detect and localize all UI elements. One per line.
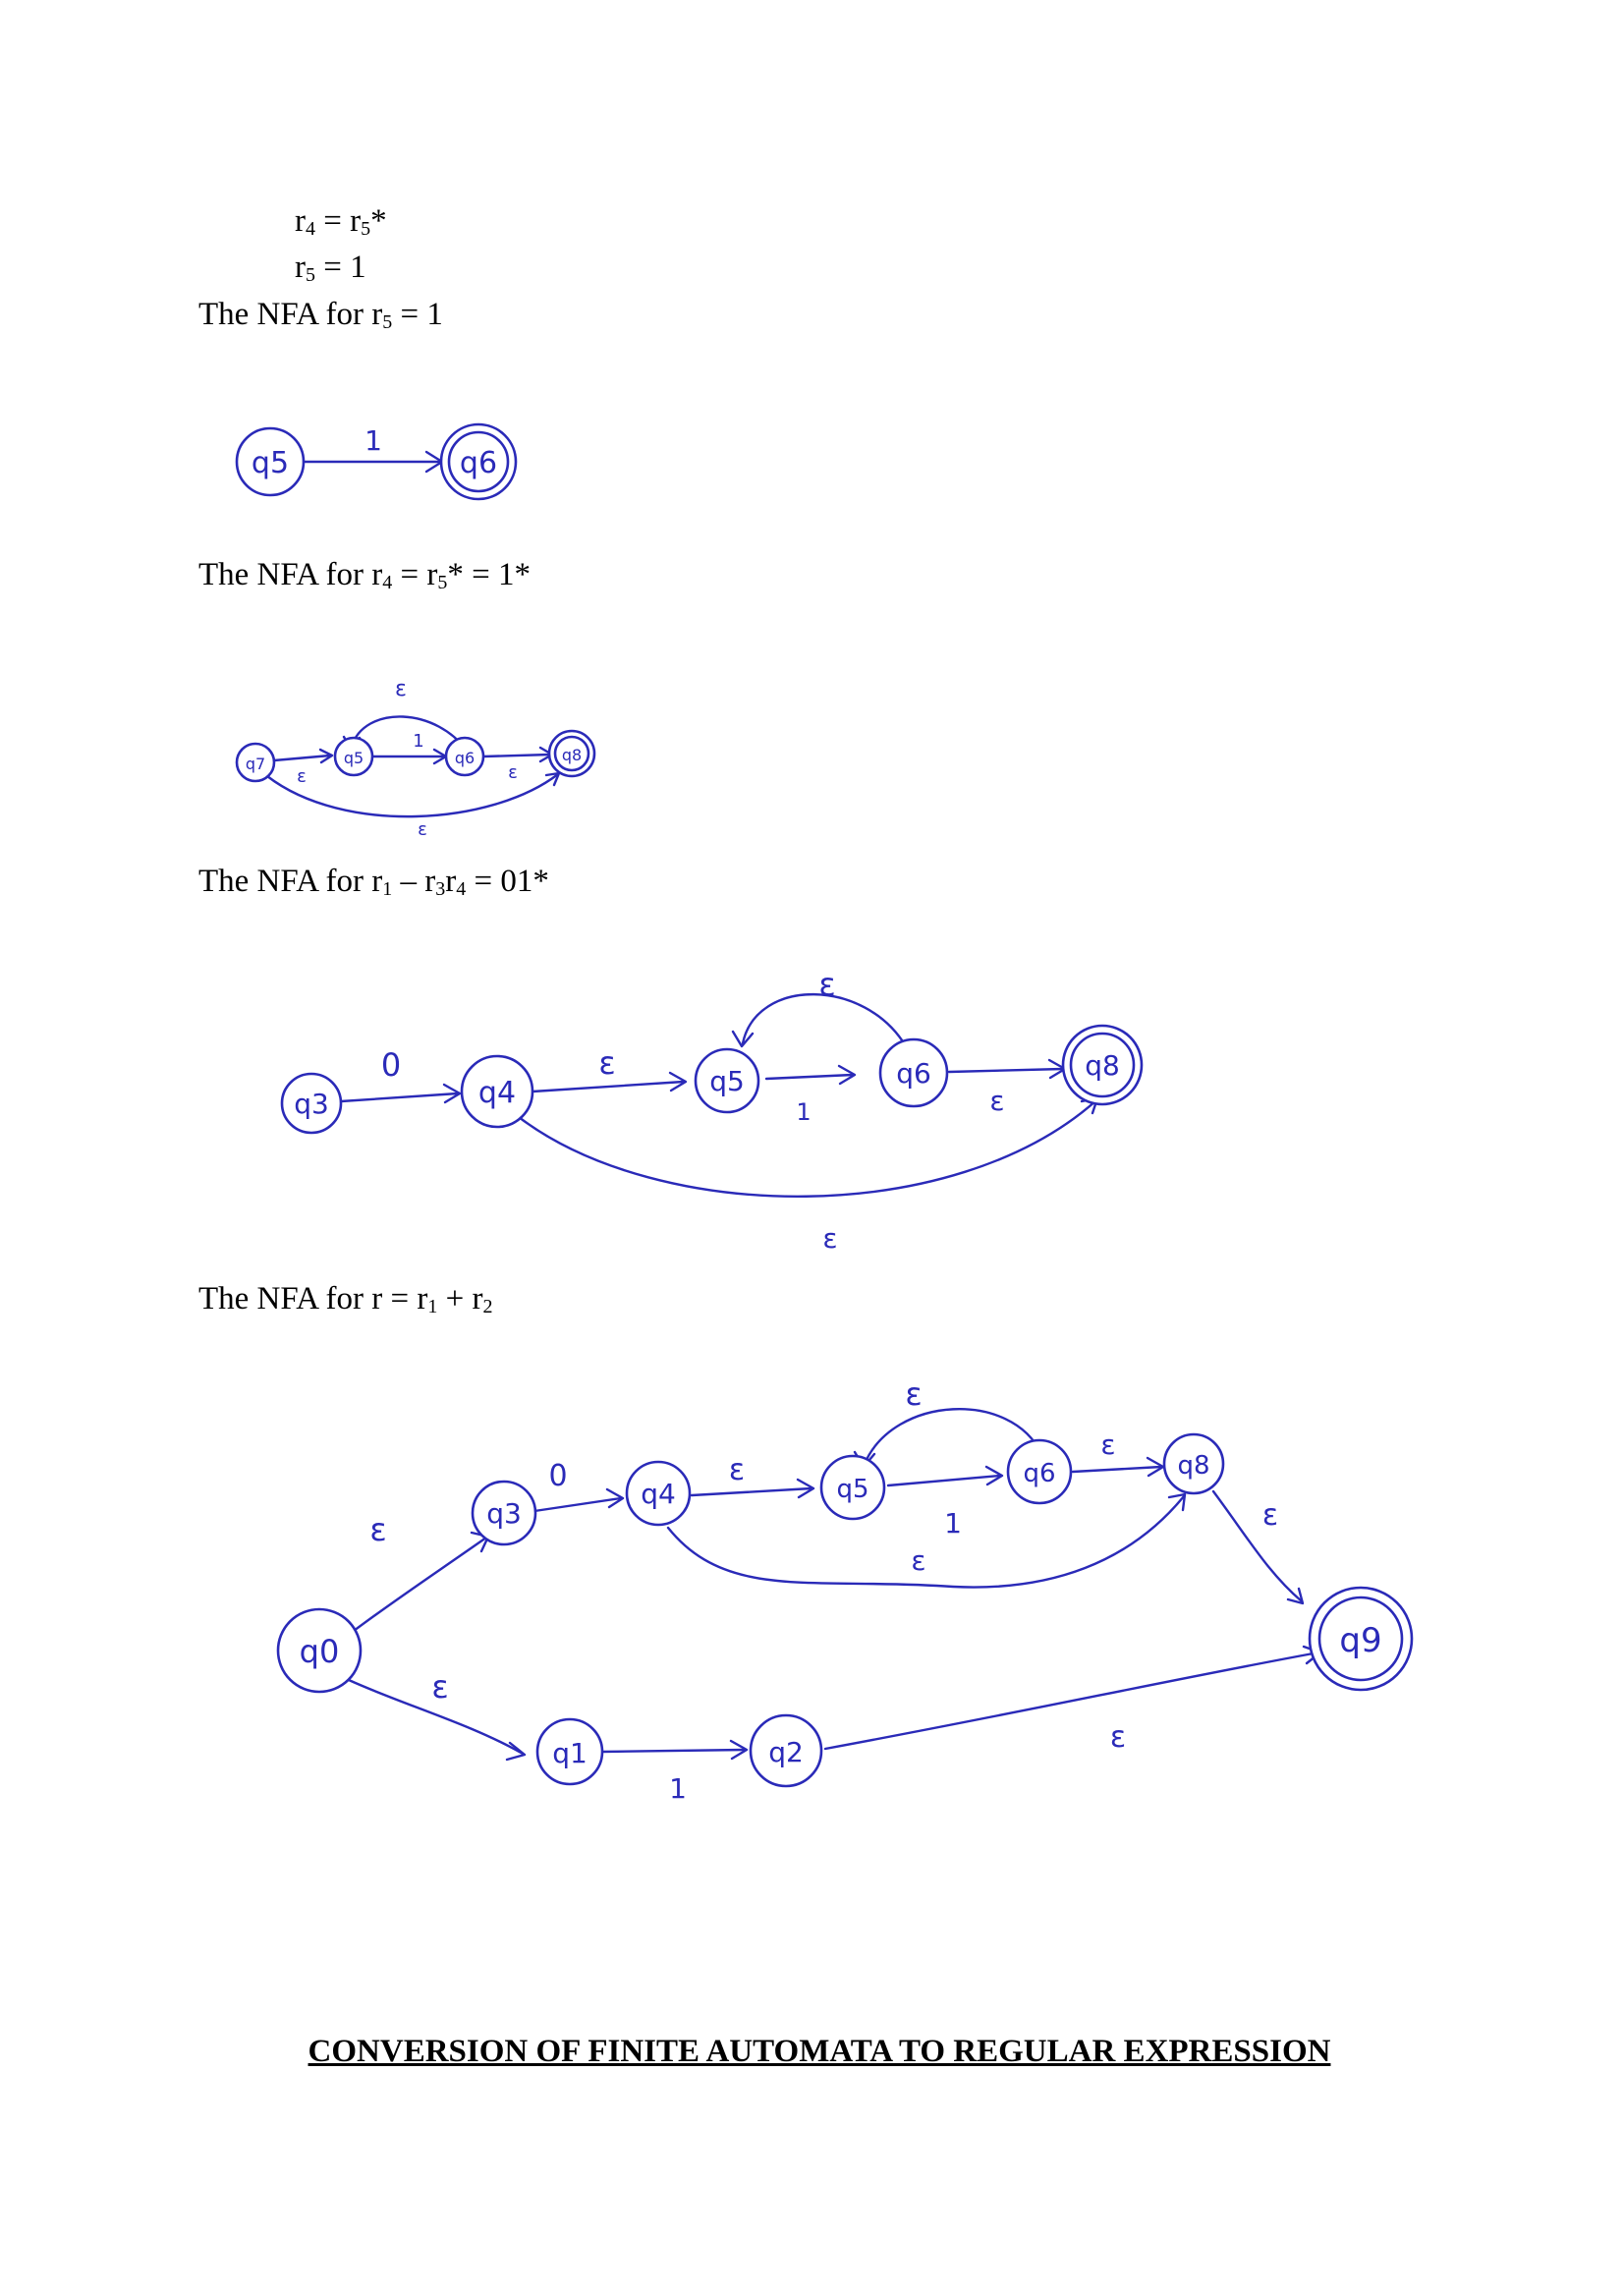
transition-q7-q5	[272, 754, 332, 762]
state-q8: q8	[1162, 1432, 1225, 1495]
nfa-diagram-r: ε ε ε 0 ε 1 ε ε ε 1 ε q0 q3 q4 q5 q6	[276, 1375, 1414, 1805]
caption-nfa-r5: The NFA for r5 = 1	[198, 297, 443, 333]
svg-text:ε: ε	[1110, 1720, 1126, 1755]
transition-q6-q8	[947, 1067, 1065, 1074]
state-q8-final: q8	[1061, 1024, 1144, 1106]
svg-text:q3: q3	[486, 1497, 522, 1530]
svg-text:ε: ε	[1262, 1498, 1278, 1533]
svg-text:1: 1	[413, 731, 423, 752]
state-q5: q5	[235, 426, 306, 497]
svg-text:ε: ε	[822, 1222, 837, 1255]
state-q0: q0	[276, 1607, 363, 1694]
svg-text:q4: q4	[478, 1076, 516, 1110]
transition-q6-q8	[1071, 1465, 1163, 1474]
section-heading: CONVERSION OF FINITE AUTOMATA TO REGULAR…	[308, 2034, 1331, 2069]
epsilon-loop-q6-q5	[863, 1408, 1043, 1466]
svg-text:1: 1	[669, 1772, 687, 1805]
transition-q1-q2	[600, 1748, 747, 1754]
svg-text:q8: q8	[1085, 1049, 1120, 1082]
svg-text:q5: q5	[252, 446, 289, 480]
caption-nfa-r4: The NFA for r4 = r5* = 1*	[198, 557, 532, 593]
transition-q4-q5	[531, 1080, 686, 1093]
svg-text:0: 0	[381, 1046, 401, 1084]
transition-q5-q6	[886, 1474, 1002, 1487]
state-q2: q2	[749, 1713, 823, 1788]
transition-q0-q1	[347, 1678, 525, 1756]
equation-r4: r4 = r5*	[295, 203, 387, 240]
svg-text:1: 1	[944, 1507, 962, 1540]
svg-text:q3: q3	[294, 1088, 329, 1120]
svg-text:ε: ε	[418, 819, 427, 840]
svg-text:ε: ε	[818, 966, 835, 1003]
svg-text:q9: q9	[1339, 1621, 1381, 1660]
state-q9-final: q9	[1308, 1586, 1414, 1692]
svg-text:ε: ε	[297, 766, 307, 787]
svg-text:q1: q1	[552, 1737, 588, 1769]
transition-q5-q6	[764, 1073, 855, 1081]
svg-text:q5: q5	[344, 749, 364, 767]
transition-q3-q4	[339, 1092, 460, 1103]
epsilon-bypass-q4-q8	[517, 1098, 1098, 1198]
nfa-diagram-r1: ε 0 ε 1 ε ε q3 q4 q5 q6 q8	[280, 966, 1144, 1255]
svg-text:ε: ε	[508, 762, 518, 783]
svg-text:q6: q6	[460, 446, 497, 480]
svg-text:ε: ε	[1100, 1428, 1115, 1461]
svg-text:q0: q0	[300, 1633, 340, 1670]
svg-text:q8: q8	[562, 746, 582, 764]
svg-text:ε: ε	[395, 677, 407, 701]
nfa-diagram-r4: ε ε 1 ε ε q7 q5 q6 q8	[235, 677, 596, 840]
transition-q0-q3	[352, 1536, 488, 1633]
epsilon-bypass-q7-q8	[265, 772, 560, 818]
svg-text:ε: ε	[905, 1375, 922, 1413]
svg-text:q6: q6	[1023, 1459, 1055, 1488]
svg-text:0: 0	[548, 1459, 567, 1493]
svg-text:q6: q6	[455, 749, 475, 767]
svg-text:q5: q5	[709, 1065, 745, 1097]
transition-q8-q9	[1211, 1489, 1304, 1603]
transition-q4-q5	[690, 1486, 813, 1497]
svg-text:q5: q5	[836, 1475, 868, 1504]
svg-text:q7: q7	[246, 755, 265, 773]
nfa-diagram-r5: q5 1 q6	[235, 422, 518, 501]
state-q6-final: q6	[439, 422, 518, 501]
svg-text:q6: q6	[896, 1057, 931, 1090]
svg-text:ε: ε	[431, 1668, 448, 1706]
svg-text:q4: q4	[641, 1478, 676, 1510]
svg-text:q8: q8	[1177, 1451, 1209, 1481]
caption-nfa-r1: The NFA for r1 – r3r4 = 01*	[198, 864, 549, 900]
svg-text:q2: q2	[768, 1736, 804, 1768]
state-q7: q7	[235, 742, 276, 783]
svg-text:ε: ε	[729, 1453, 745, 1487]
state-q6: q6	[444, 736, 485, 777]
state-q4: q4	[625, 1460, 692, 1527]
svg-text:ε: ε	[369, 1511, 386, 1548]
svg-text:ε: ε	[598, 1044, 615, 1082]
state-q4: q4	[460, 1054, 534, 1129]
state-q5: q5	[819, 1454, 886, 1521]
label-1: 1	[364, 424, 382, 457]
state-q1: q1	[535, 1717, 604, 1786]
svg-text:ε: ε	[911, 1544, 925, 1577]
transition-q2-q9	[823, 1651, 1320, 1751]
caption-nfa-r: The NFA for r = r1 + r2	[198, 1281, 493, 1317]
epsilon-loop-q6-q5	[741, 993, 908, 1048]
epsilon-bypass-q4-q8	[666, 1494, 1186, 1589]
state-q3: q3	[471, 1480, 537, 1546]
svg-text:1: 1	[796, 1098, 811, 1126]
state-q6: q6	[1006, 1438, 1073, 1505]
svg-text:ε: ε	[989, 1085, 1004, 1117]
state-q5: q5	[694, 1047, 760, 1114]
state-q6: q6	[878, 1037, 949, 1108]
state-q8-final: q8	[547, 729, 596, 778]
state-q5: q5	[333, 736, 374, 777]
equation-r5: r5 = 1	[295, 250, 366, 286]
state-q3: q3	[280, 1072, 343, 1135]
transition-q6-q8	[481, 753, 552, 758]
transition-q3-q4	[532, 1496, 623, 1513]
